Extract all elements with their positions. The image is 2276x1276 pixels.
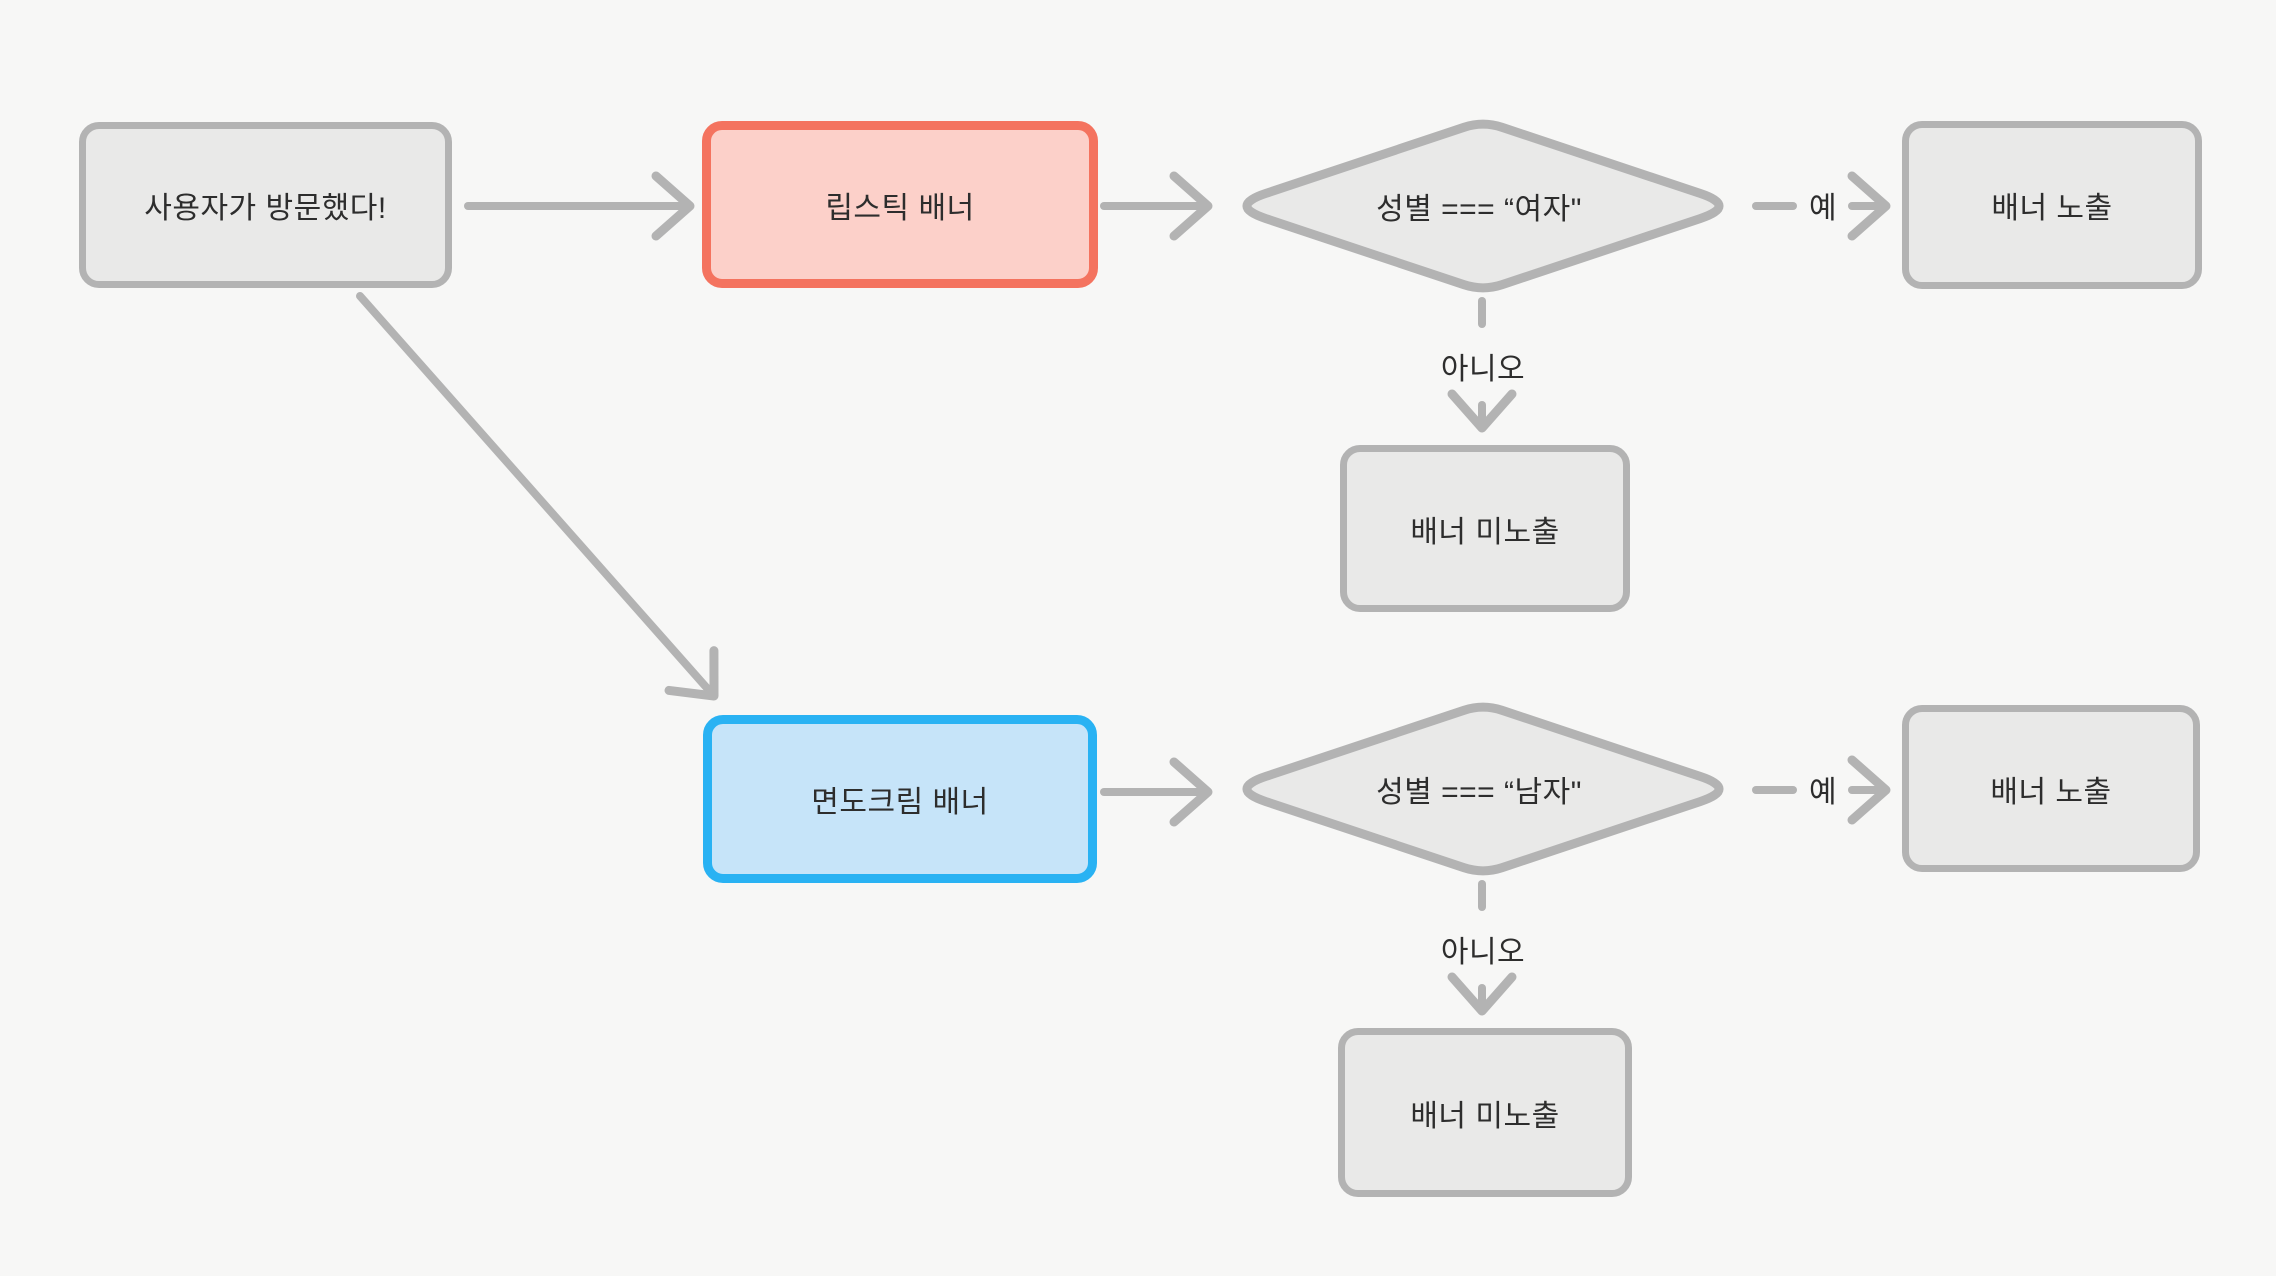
node-start: 사용자가 방문했다! bbox=[79, 122, 452, 288]
connector-start-to-shaving-cream bbox=[356, 292, 719, 701]
edge-label-no-bottom: 아니오 bbox=[1440, 936, 1526, 969]
node-banner-hidden-top-label: 배너 미노출 bbox=[1410, 515, 1560, 549]
node-banner-shown-bottom-label: 배너 노출 bbox=[1990, 775, 2112, 809]
edge-label-no-top: 아니오 bbox=[1440, 353, 1526, 386]
node-banner-shown-top: 배너 노출 bbox=[1902, 121, 2202, 289]
node-banner-hidden-bottom: 배너 미노출 bbox=[1338, 1028, 1632, 1197]
node-start-label: 사용자가 방문했다! bbox=[144, 192, 387, 225]
node-lipstick-banner: 립스틱 배너 bbox=[702, 121, 1098, 288]
node-banner-hidden-bottom-label: 배너 미노출 bbox=[1410, 1099, 1560, 1133]
node-banner-shown-top-label: 배너 노출 bbox=[1991, 192, 2113, 225]
node-lipstick-banner-label: 립스틱 배너 bbox=[825, 191, 975, 225]
node-shaving-cream-banner-label: 면도크림 배너 bbox=[811, 786, 989, 819]
node-shaving-cream-banner: 면도크림 배너 bbox=[703, 715, 1097, 883]
edge-label-yes-bottom: 예 bbox=[1808, 776, 1838, 809]
edge-label-yes-top: 예 bbox=[1808, 192, 1838, 225]
decision-gender-female-label: 성별 === “여자" bbox=[1376, 193, 1582, 226]
decision-gender-male-label: 성별 === “남자" bbox=[1376, 776, 1582, 809]
node-banner-hidden-top: 배너 미노출 bbox=[1340, 445, 1630, 612]
node-banner-shown-bottom: 배너 노출 bbox=[1902, 705, 2200, 872]
